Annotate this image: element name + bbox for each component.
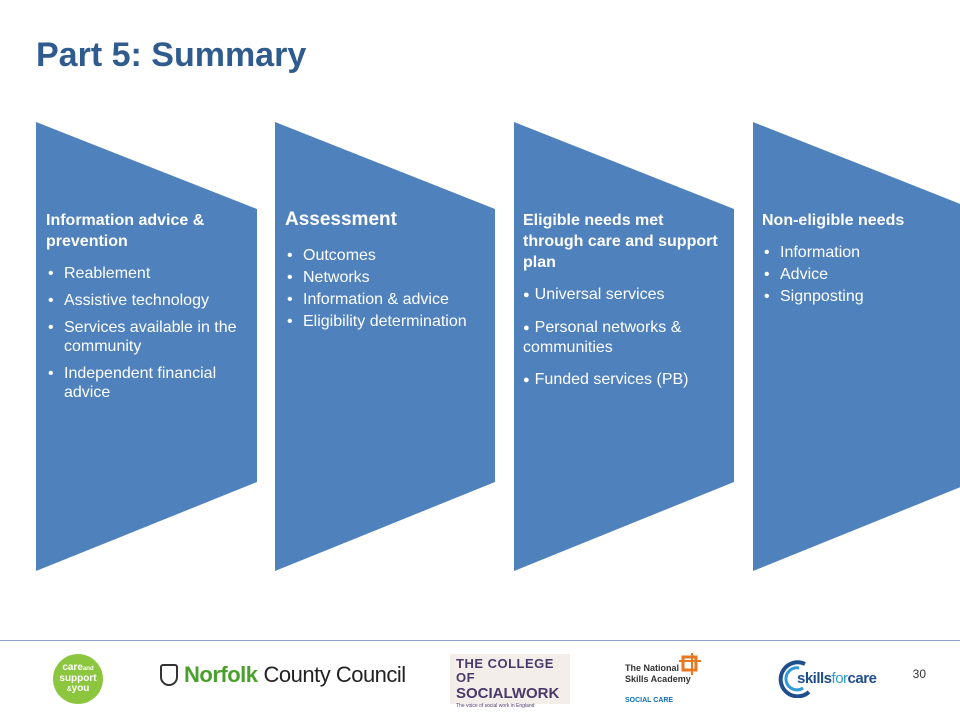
list-item: Reablement bbox=[46, 264, 246, 283]
list-item: Services available in the community bbox=[46, 318, 246, 356]
crest-icon bbox=[160, 664, 178, 686]
logo-text: County Council bbox=[263, 662, 407, 687]
logo-text: SOCIAL CARE bbox=[625, 697, 674, 704]
list-item: Information & advice bbox=[285, 290, 475, 309]
care-support-you-logo: careand support &you bbox=[53, 654, 103, 704]
logo-text: The National bbox=[625, 663, 680, 673]
panel-shape-4 bbox=[753, 122, 960, 571]
list-item: Independent financial advice bbox=[46, 364, 246, 402]
panel-non-eligible-needs: Non-eligible needs Information Advice Si… bbox=[762, 210, 912, 309]
logo-text: you bbox=[71, 683, 90, 694]
logo-text: care bbox=[847, 670, 877, 687]
list-item-label: Funded services (PB) bbox=[534, 371, 689, 388]
logo-text: care bbox=[62, 662, 83, 673]
list-item-label: Personal networks & communities bbox=[523, 319, 682, 356]
skills-academy-mark-icon bbox=[679, 653, 701, 675]
logo-text: The voice of social work in England bbox=[456, 703, 535, 709]
logo-text: and bbox=[82, 666, 94, 672]
logo-text: for bbox=[831, 670, 849, 687]
panel-list: Outcomes Networks Information & advice E… bbox=[285, 246, 475, 331]
panel-shape-2 bbox=[275, 122, 495, 571]
skills-for-care-swoosh-icon bbox=[778, 660, 811, 698]
logo-text: The National Skills Academy bbox=[625, 663, 691, 685]
bullet-icon: ● bbox=[523, 289, 530, 301]
logo-text: THE COLLEGE OF bbox=[456, 656, 554, 685]
list-item: Networks bbox=[285, 268, 475, 287]
logo-text: Skills Academy bbox=[625, 674, 691, 684]
list-item: ● Funded services (PB) bbox=[523, 370, 723, 390]
list-item: ●Personal networks & communities bbox=[523, 318, 723, 357]
list-item: Eligibility determination bbox=[285, 312, 475, 331]
national-skills-academy-logo: The National Skills Academy SOCIAL CARE bbox=[625, 653, 725, 705]
list-item: Signposting bbox=[762, 287, 912, 306]
list-item: ● Universal services bbox=[523, 285, 723, 305]
list-item: Outcomes bbox=[285, 246, 475, 265]
slide-title: Part 5: Summary bbox=[36, 36, 307, 74]
list-item: Information bbox=[762, 243, 912, 262]
list-item: Advice bbox=[762, 265, 912, 284]
logo-text: Norfolk bbox=[184, 662, 258, 687]
logo-text: skillsforcare bbox=[797, 670, 877, 687]
panel-information-advice: Information advice & prevention Reableme… bbox=[46, 210, 246, 410]
logo-text: support bbox=[59, 673, 97, 684]
panel-assessment: Assessment Outcomes Networks Information… bbox=[285, 208, 475, 334]
bullet-icon: ● bbox=[523, 322, 530, 334]
panel-list: Reablement Assistive technology Services… bbox=[46, 264, 246, 402]
page-number: 30 bbox=[912, 667, 926, 681]
logo-text: skills bbox=[797, 670, 832, 687]
panel-eligible-needs: Eligible needs met through care and supp… bbox=[523, 210, 723, 403]
panel-heading: Information advice & prevention bbox=[46, 212, 205, 250]
norfolk-county-council-logo: Norfolk County Council bbox=[160, 660, 406, 690]
panel-list: ●Universal services ●Personal networks &… bbox=[523, 285, 723, 390]
skills-for-care-logo: skillsforcare bbox=[775, 658, 885, 702]
logo-text: & bbox=[66, 686, 72, 693]
panel-list: Information Advice Signposting bbox=[762, 243, 912, 306]
college-of-social-work-logo: THE COLLEGE OF SOCIALWORK The voice of s… bbox=[450, 654, 570, 709]
bullet-icon: ● bbox=[523, 374, 530, 386]
panel-heading: Eligible needs met through care and supp… bbox=[523, 212, 718, 271]
panel-heading: Assessment bbox=[285, 209, 397, 230]
footer-divider bbox=[0, 640, 960, 641]
list-item-label: Universal services bbox=[534, 286, 665, 303]
panel-shape-3 bbox=[514, 122, 734, 571]
logo-text: SOCIALWORK bbox=[456, 685, 560, 702]
panel-heading: Non-eligible needs bbox=[762, 212, 905, 229]
list-item: Assistive technology bbox=[46, 291, 246, 310]
